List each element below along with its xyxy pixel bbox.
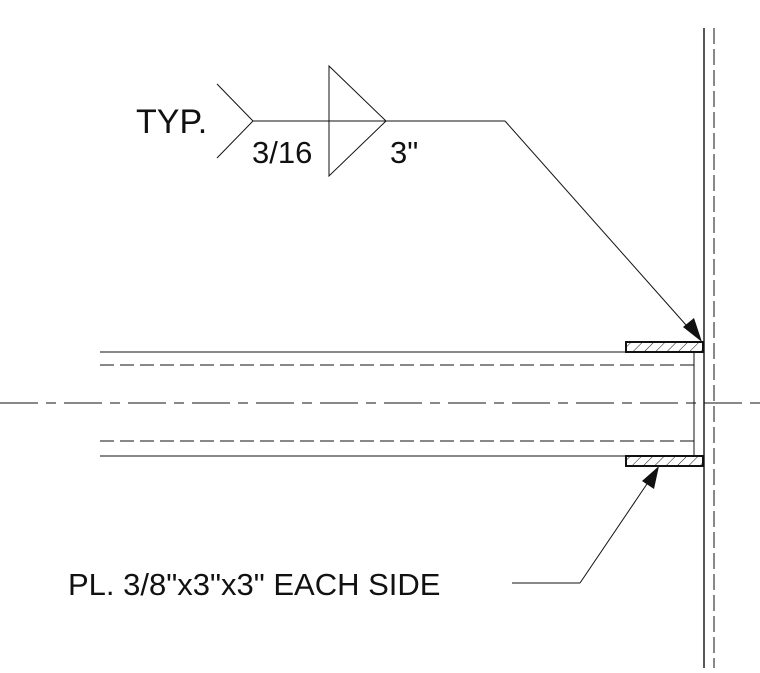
weld-leader-arrowhead <box>683 318 702 342</box>
plate-callout-label: PL. 3/8"x3"x3" EACH SIDE <box>68 567 440 602</box>
weld-leader-line <box>504 120 695 335</box>
plate-leader-diagonal <box>579 477 652 584</box>
plate-leader-arrowhead <box>642 466 659 489</box>
weld-symbol: TYP. 3/16 3" <box>136 64 702 342</box>
column-section <box>703 28 715 668</box>
top-plate <box>625 341 704 353</box>
weld-symbol-tail <box>216 83 254 159</box>
plate-callout: PL. 3/8"x3"x3" EACH SIDE <box>68 466 659 602</box>
beam-section <box>100 351 695 457</box>
plates <box>625 341 704 467</box>
fillet-weld-triangle <box>328 64 387 178</box>
bottom-plate <box>625 455 704 467</box>
weld-length-label: 3" <box>390 135 418 170</box>
weld-tail-note: TYP. <box>136 103 207 141</box>
weld-size-label: 3/16 <box>252 135 312 170</box>
